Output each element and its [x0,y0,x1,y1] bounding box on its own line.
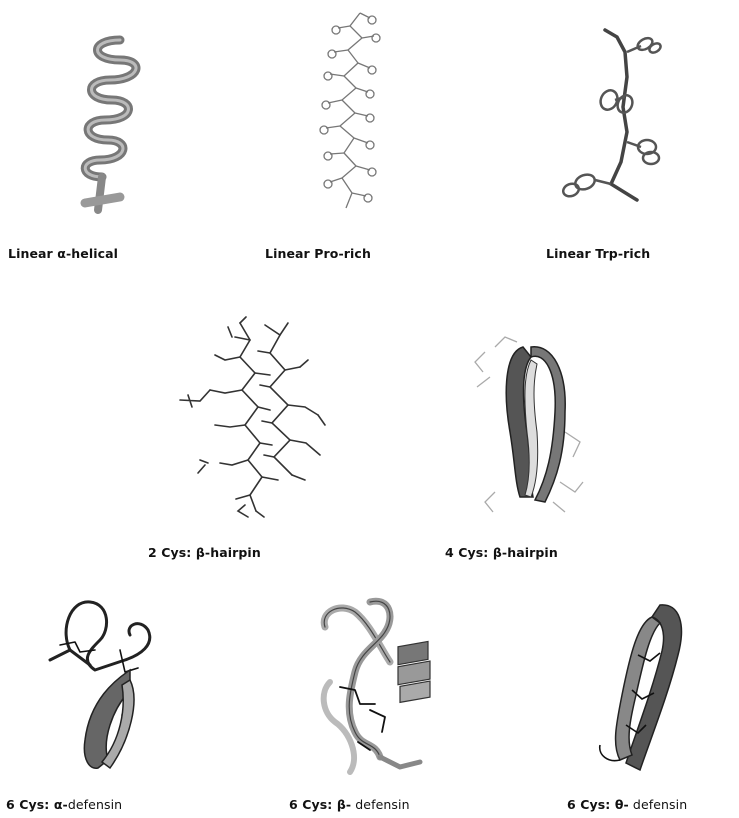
beta-defensin-label-suffix: defensin [351,797,409,812]
alpha-helix-ribbon-icon [50,25,150,225]
pro-rich-label: Linear Pro-rich [265,246,371,261]
theta-defensin-label-prefix: 6 Cys: θ- [567,797,629,812]
four-cys-hairpin-ribbon-icon [465,332,595,522]
beta-defensin-label-prefix: 6 Cys: β- [289,797,351,812]
beta-defensin-ribbon-icon [300,592,460,787]
two-cys-stick-model-icon [170,315,340,520]
alpha-helical-structure [50,25,150,225]
alpha-defensin-label-suffix: defensin [68,797,122,812]
trp-rich-backbone-icon [555,22,685,217]
trp-rich-label: Linear Trp-rich [546,246,650,261]
pro-rich-stick-model-icon [300,8,390,223]
alpha-defensin-structure [30,590,180,790]
alpha-defensin-ribbon-icon [30,590,180,790]
two-cys-hairpin-label: 2 Cys: β-hairpin [148,545,261,560]
pro-rich-structure [300,8,390,223]
theta-defensin-label-suffix: defensin [629,797,687,812]
two-cys-hairpin-structure [170,315,340,520]
beta-defensin-label: 6 Cys: β- defensin [289,797,410,812]
alpha-defensin-label-prefix: 6 Cys: α- [6,797,68,812]
alpha-defensin-label: 6 Cys: α-defensin [6,797,122,812]
four-cys-hairpin-structure [465,332,595,522]
theta-defensin-ribbon-icon [590,595,700,785]
alpha-helical-label: Linear α-helical [8,246,118,261]
trp-rich-structure [555,22,685,217]
theta-defensin-structure [590,595,700,785]
theta-defensin-label: 6 Cys: θ- defensin [567,797,687,812]
beta-defensin-structure [300,592,460,787]
four-cys-hairpin-label: 4 Cys: β-hairpin [445,545,558,560]
